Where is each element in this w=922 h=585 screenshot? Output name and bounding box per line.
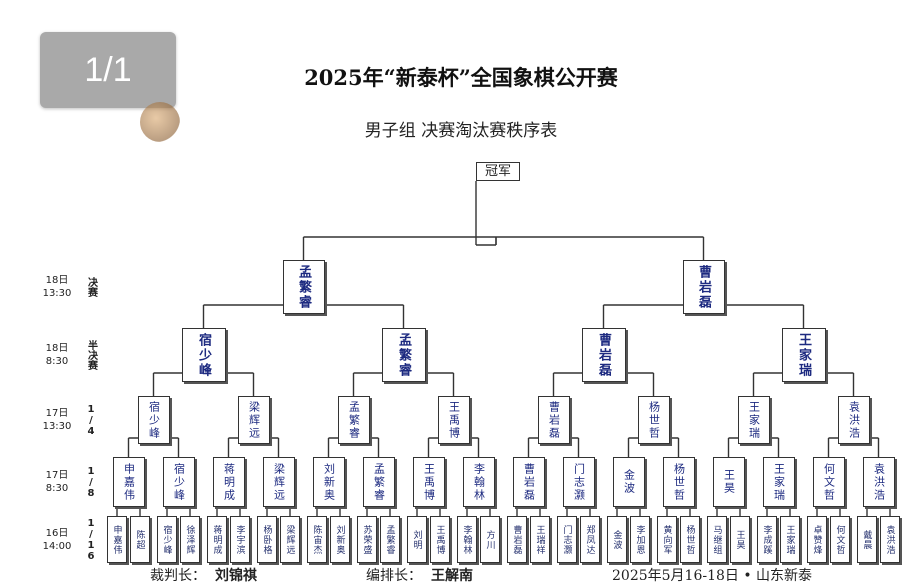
eighth-player-box: 王家瑞 [762, 457, 795, 507]
sixteenth-player-box: 李宇滨 [230, 516, 250, 563]
eighth-player-box: 蒋明成 [212, 457, 245, 507]
referee-label: 裁判长： [150, 568, 206, 584]
quarter-player-box: 梁辉远 [237, 396, 270, 444]
champion-label: 冠军 [476, 162, 520, 181]
sixteenth-player-box: 苏荣盛 [357, 516, 377, 563]
sixteenth-player-box: 王家瑞 [780, 516, 800, 563]
sixteenth-player-box: 刘明 [407, 516, 427, 563]
round-name: 1/4 [85, 403, 97, 437]
round-name: 半决赛 [85, 340, 97, 370]
eighth-player-box: 宿少峰 [162, 457, 195, 507]
sixteenth-player-box: 陈宙杰 [307, 516, 327, 563]
sixteenth-player-box: 黄向军 [657, 516, 677, 563]
quarter-player-box: 王家瑞 [737, 396, 770, 444]
sixteenth-player-box: 卓赞烽 [807, 516, 827, 563]
round-name: 1/8 [85, 465, 97, 499]
quarter-player-box: 孟繁睿 [337, 396, 370, 444]
round-time: 18日 13:30 [42, 275, 72, 299]
sixteenth-player-box: 李加恩 [630, 516, 650, 563]
sixteenth-player-box: 宿少峰 [157, 516, 177, 563]
quarter-player-box: 杨世哲 [637, 396, 670, 444]
round-name: 1/16 [85, 517, 97, 562]
round-name: 决赛 [85, 277, 97, 297]
sixteenth-player-box: 金波 [607, 516, 627, 563]
sixteenth-player-box: 李翰林 [457, 516, 477, 563]
sixteenth-player-box: 王禹博 [430, 516, 450, 563]
sixteenth-player-box: 杨卧格 [257, 516, 277, 563]
sixteenth-player-box: 徐泽辉 [180, 516, 200, 563]
eighth-player-box: 王昊 [712, 457, 745, 507]
sixteenth-player-box: 郑凤达 [580, 516, 600, 563]
round-time: 17日 13:30 [42, 408, 72, 432]
eighth-player-box: 金波 [612, 457, 645, 507]
sixteenth-player-box: 王昊 [730, 516, 750, 563]
sixteenth-player-box: 李成蹊 [757, 516, 777, 563]
date-place: 2025年5月16-18日 • 山东新泰 [612, 568, 813, 584]
sixteenth-player-box: 门志灏 [557, 516, 577, 563]
sixteenth-player-box: 戴晨 [857, 516, 877, 563]
semi-player-box: 宿少峰 [181, 328, 226, 382]
sixteenth-player-box: 陈超 [130, 516, 150, 563]
round-time: 16日 14:00 [42, 527, 72, 552]
arranger-label: 编排长： [366, 568, 422, 584]
sixteenth-player-box: 袁洪浩 [880, 516, 900, 563]
quarter-player-box: 袁洪浩 [837, 396, 870, 444]
eighth-player-box: 杨世哲 [662, 457, 695, 507]
sixteenth-player-box: 杨世哲 [680, 516, 700, 563]
eighth-player-box: 袁洪浩 [862, 457, 895, 507]
eighth-player-box: 王禹博 [412, 457, 445, 507]
sixteenth-player-box: 马继组 [707, 516, 727, 563]
eighth-player-box: 刘新奥 [312, 457, 345, 507]
quarter-player-box: 宿少峰 [137, 396, 170, 444]
sixteenth-player-box: 刘新奥 [330, 516, 350, 563]
eighth-player-box: 申嘉伟 [112, 457, 145, 507]
eighth-player-box: 梁辉远 [262, 457, 295, 507]
semi-player-box: 曹岩磊 [581, 328, 626, 382]
quarter-player-box: 曹岩磊 [537, 396, 570, 444]
sixteenth-player-box: 曹岩磊 [507, 516, 527, 563]
eighth-player-box: 门志灏 [562, 457, 595, 507]
eighth-player-box: 何文哲 [812, 457, 845, 507]
semi-player-box: 孟繁睿 [381, 328, 426, 382]
eighth-player-box: 曹岩磊 [512, 457, 545, 507]
semi-player-box: 王家瑞 [781, 328, 826, 382]
eighth-player-box: 李翰林 [462, 457, 495, 507]
page-title: 2025年“新泰杯”全国象棋公开赛 [304, 65, 618, 90]
footer: 裁判长： 刘锦祺 编排长： 王解南 2025年5月16-18日 • 山东新泰 [0, 565, 922, 585]
page-counter[interactable]: 1/1 [40, 32, 180, 142]
eighth-player-box: 孟繁睿 [362, 457, 395, 507]
referee-name: 刘锦祺 [215, 568, 257, 584]
round-time: 18日 8:30 [45, 343, 69, 367]
sixteenth-player-box: 梁辉远 [280, 516, 300, 563]
page-subtitle: 男子组 决赛淘汰赛秩序表 [364, 121, 558, 141]
sixteenth-player-box: 申嘉伟 [107, 516, 127, 563]
sixteenth-player-box: 蒋明成 [207, 516, 227, 563]
page-counter-text: 1/1 [84, 51, 132, 89]
final-player-box: 曹岩磊 [682, 260, 725, 314]
quarter-player-box: 王禹博 [437, 396, 470, 444]
round-time: 17日 8:30 [45, 470, 69, 494]
arranger-name: 王解南 [431, 568, 473, 584]
sixteenth-player-box: 王瑞祥 [530, 516, 550, 563]
sixteenth-player-box: 方川 [480, 516, 500, 563]
sixteenth-player-box: 何文哲 [830, 516, 850, 563]
sixteenth-player-box: 孟繁睿 [380, 516, 400, 563]
final-player-box: 孟繁睿 [282, 260, 325, 314]
